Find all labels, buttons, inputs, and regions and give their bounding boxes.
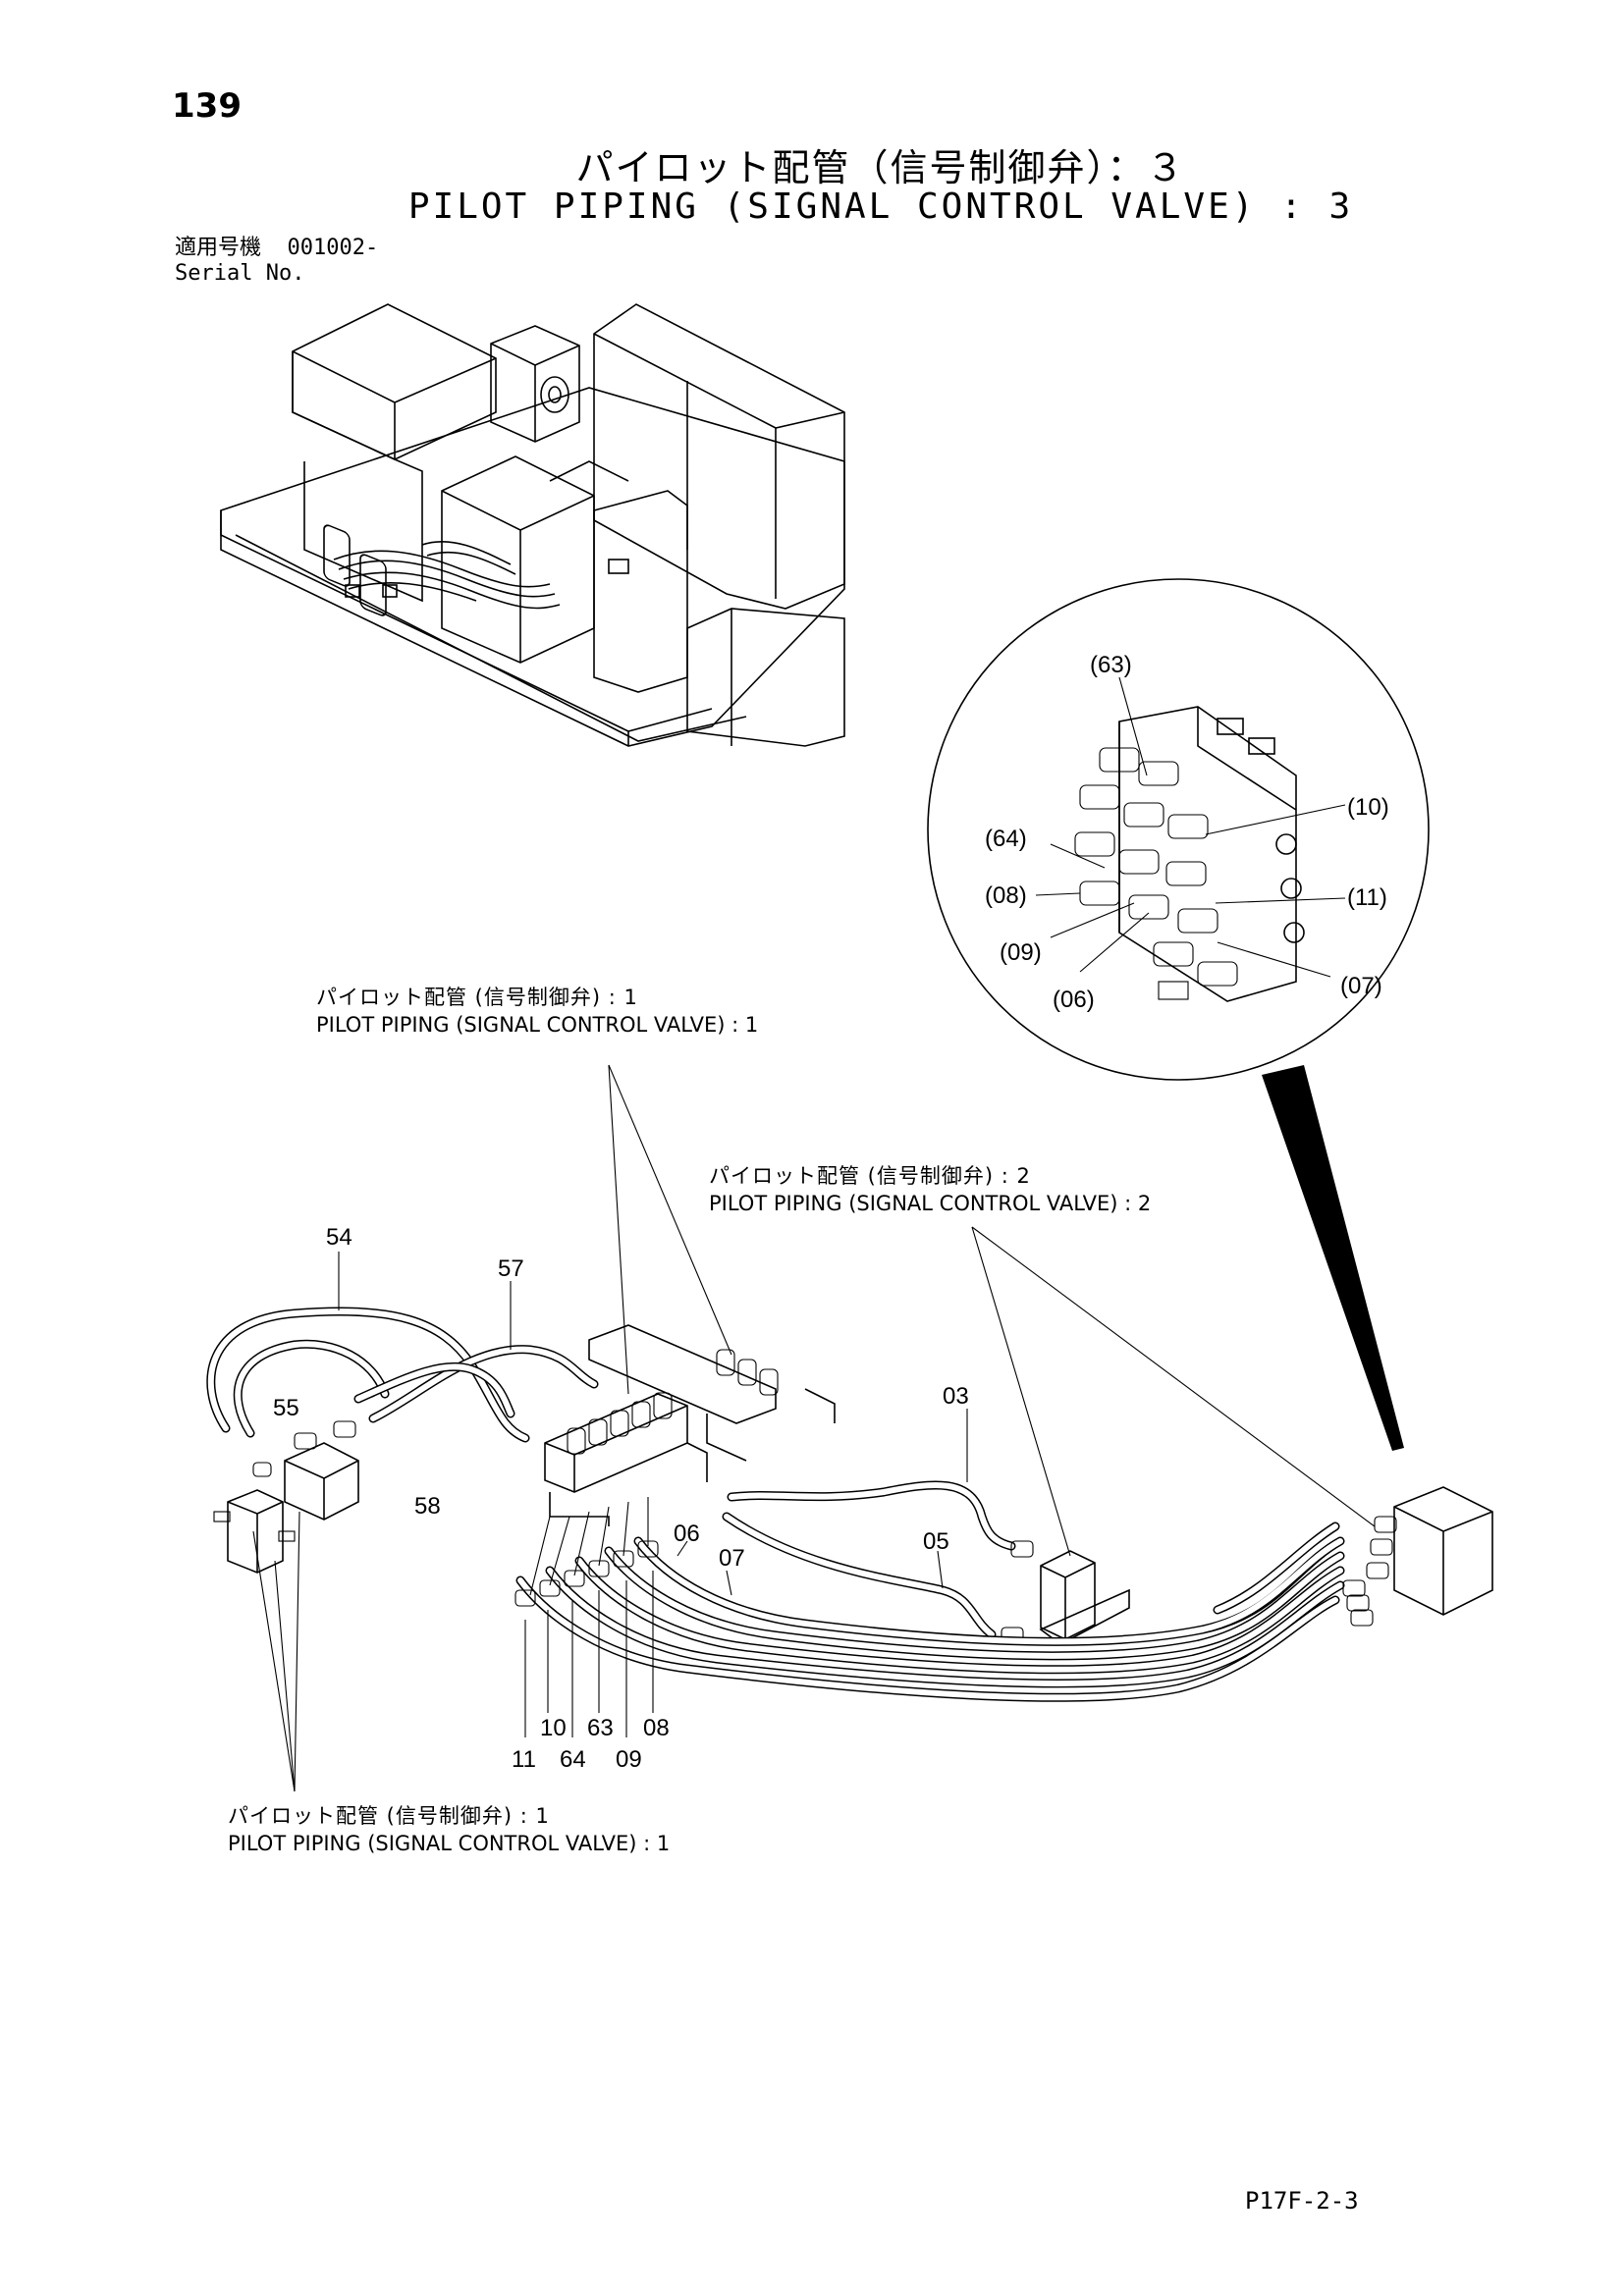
serial-row: 適用号機 001002- bbox=[175, 236, 378, 261]
callout-09-detail: (09) bbox=[1000, 939, 1042, 966]
page-title-japanese: パイロット配管（信号制御弁）：３ bbox=[575, 146, 1186, 189]
reference-bottom-japanese: パイロット配管 (信号制御弁) : 1 bbox=[228, 1804, 550, 1828]
reference-top-japanese: パイロット配管 (信号制御弁) : 1 bbox=[316, 986, 638, 1009]
reference-label-middle: パイロット配管 (信号制御弁) : 2 PILOT PIPING (SIGNAL… bbox=[709, 1162, 1151, 1217]
serial-block: 適用号機 001002- Serial No. bbox=[175, 236, 378, 287]
callout-63: 63 bbox=[587, 1715, 614, 1741]
piping-assembly: 54 57 55 58 03 06 07 05 11 10 64 63 09 0… bbox=[206, 1064, 1493, 1792]
reference-label-bottom: パイロット配管 (信号制御弁) : 1 PILOT PIPING (SIGNAL… bbox=[228, 1802, 670, 1857]
callout-63-detail: (63) bbox=[1090, 652, 1132, 678]
reference-middle-japanese: パイロット配管 (信号制御弁) : 2 bbox=[709, 1164, 1031, 1188]
page-code: P17F-2-3 bbox=[1245, 2187, 1359, 2215]
callout-64: 64 bbox=[560, 1746, 586, 1773]
callout-54: 54 bbox=[326, 1224, 352, 1251]
callout-07-detail: (07) bbox=[1340, 973, 1382, 999]
callout-10-detail: (10) bbox=[1347, 794, 1389, 821]
serial-label-japanese: 適用号機 bbox=[175, 236, 262, 260]
reference-middle-english: PILOT PIPING (SIGNAL CONTROL VALVE) : 2 bbox=[709, 1192, 1152, 1215]
callout-08: 08 bbox=[643, 1715, 670, 1741]
callout-11: 11 bbox=[512, 1746, 536, 1773]
callout-55: 55 bbox=[273, 1395, 299, 1421]
callout-05: 05 bbox=[923, 1528, 949, 1555]
callout-08-detail: (08) bbox=[985, 882, 1027, 909]
serial-label-english: Serial No. bbox=[175, 261, 305, 286]
callout-64-detail: (64) bbox=[985, 826, 1027, 852]
callout-10: 10 bbox=[540, 1715, 567, 1741]
machine-overview-illustration bbox=[220, 303, 845, 747]
page-title-english: PILOT PIPING (SIGNAL CONTROL VALVE) : 3 bbox=[407, 187, 1354, 227]
serial-value: 001002- bbox=[287, 236, 379, 260]
valve-detail-view: (63) (10) (64) (08) (11) (09) (06) (07) bbox=[927, 578, 1430, 1451]
reference-bottom-english: PILOT PIPING (SIGNAL CONTROL VALVE) : 1 bbox=[228, 1832, 671, 1855]
callout-07: 07 bbox=[719, 1545, 745, 1572]
callout-03: 03 bbox=[943, 1383, 969, 1410]
callout-09: 09 bbox=[616, 1746, 642, 1773]
callout-58: 58 bbox=[414, 1493, 441, 1520]
callout-06-detail: (06) bbox=[1053, 987, 1095, 1013]
callout-11-detail: (11) bbox=[1347, 884, 1387, 911]
reference-top-english: PILOT PIPING (SIGNAL CONTROL VALVE) : 1 bbox=[316, 1013, 759, 1037]
reference-label-top: パイロット配管 (信号制御弁) : 1 PILOT PIPING (SIGNAL… bbox=[316, 984, 758, 1039]
callout-57: 57 bbox=[498, 1255, 524, 1282]
callout-06: 06 bbox=[674, 1521, 700, 1547]
page-number: 139 bbox=[172, 86, 242, 126]
